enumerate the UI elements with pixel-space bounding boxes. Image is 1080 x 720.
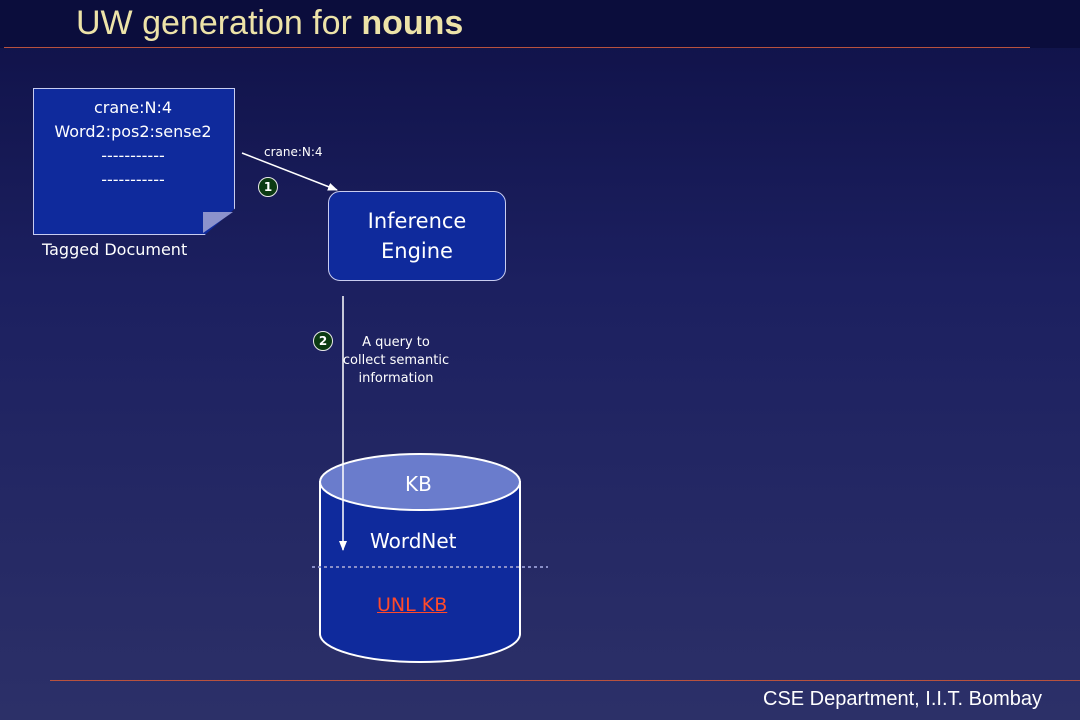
arrow-document-to-engine (241, 152, 338, 191)
title-bar (0, 0, 1080, 48)
title-bold: nouns (361, 4, 464, 42)
doc-line-2: Word2:pos2:sense2 (54, 122, 212, 141)
doc-line-3: ----------- (101, 146, 165, 165)
wordnet-label: WordNet (370, 529, 457, 553)
footer-rule (50, 680, 1080, 681)
document-caption: Tagged Document (42, 240, 188, 259)
tagged-document-text: crane:N:4 Word2:pos2:sense2 ----------- … (33, 96, 233, 192)
query-line-2: collect semantic (342, 353, 450, 368)
doc-line-4: ----------- (101, 170, 165, 189)
engine-line-1: Inference (367, 209, 467, 233)
slide-title: UW generation for nouns (76, 4, 463, 43)
query-line-1: A query to (362, 335, 430, 350)
step-marker-2: 2 (313, 331, 333, 351)
kb-cylinder-top (319, 453, 521, 511)
arrow1-label: crane:N:4 (264, 145, 323, 159)
step-marker-1: 1 (258, 177, 278, 197)
kb-label: KB (405, 472, 432, 496)
inference-engine-box: Inference Engine (328, 191, 506, 281)
query-line-3: information (358, 371, 434, 386)
query-label: A query to collect semantic information (330, 334, 462, 388)
footer-text: CSE Department, I.I.T. Bombay (763, 688, 1042, 710)
doc-line-1: crane:N:4 (93, 98, 173, 117)
title-main: UW generation for (76, 4, 362, 42)
title-rule (4, 47, 1030, 48)
engine-line-2: Engine (381, 239, 453, 263)
unl-kb-link[interactable]: UNL KB (377, 594, 448, 616)
kb-cylinder-body (319, 481, 521, 663)
tagged-document-shape (33, 88, 235, 235)
